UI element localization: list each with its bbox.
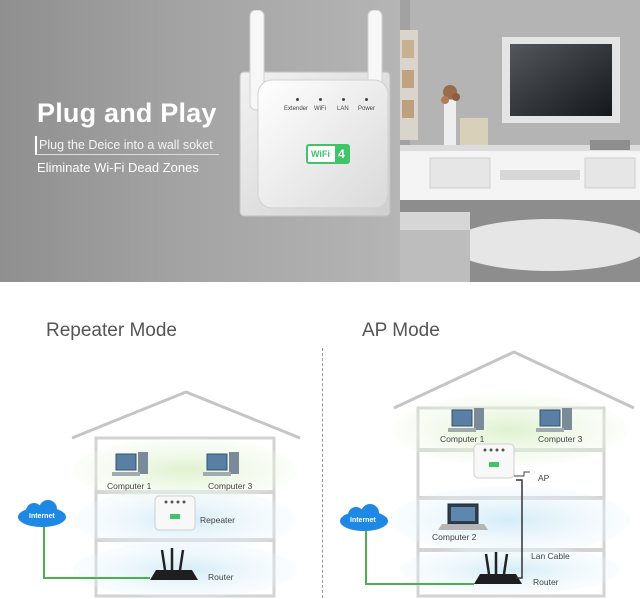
wifi4-badge: WiFi 4 <box>306 144 350 164</box>
internet-cloud-icon <box>18 500 66 527</box>
ap-computer-1-icon <box>448 408 484 432</box>
repeater-mode-title: Repeater Mode <box>46 320 177 341</box>
banner-subline-deadzones: Eliminate Wi-Fi Dead Zones <box>37 160 199 175</box>
ap-computer2-label: Computer 2 <box>432 532 477 542</box>
ap-lan-cable-label: Lan Cable <box>531 551 570 561</box>
ap-internet-cloud-icon <box>340 504 388 531</box>
computer-1-icon <box>112 452 148 476</box>
repeater-router-label: Router <box>208 572 234 582</box>
internet-cable <box>43 527 150 579</box>
ap-pointer-line <box>514 471 530 477</box>
banner-subline-plug: Plug the Deice into a wall soket <box>35 136 219 155</box>
repeater-mode-diagram <box>18 390 301 598</box>
repeater-computer3-label: Computer 3 <box>208 481 253 491</box>
power-indicator-label: Power <box>358 106 376 112</box>
ap-internet-cable <box>365 531 474 585</box>
ap-computer3-label: Computer 3 <box>538 434 583 444</box>
ap-device-label: AP <box>538 473 550 483</box>
living-room-photo <box>400 0 640 282</box>
banner-headline: Plug and Play <box>37 98 217 128</box>
product-banner: Extender WiFi LAN Power WiFi 4 Plug and … <box>0 0 640 282</box>
house-outline <box>71 390 301 440</box>
wifi-indicator-label: WiFi <box>314 106 326 112</box>
ap-computer-2-laptop-icon <box>438 503 488 530</box>
ap-router-label: Router <box>533 577 559 587</box>
ap-router-icon <box>474 552 522 584</box>
ap-mode-diagram <box>340 350 635 598</box>
extender-led-icon <box>296 98 299 101</box>
ap-computer1-label: Computer 1 <box>440 434 485 444</box>
repeater-computer1-label: Computer 1 <box>107 481 152 491</box>
ap-computer-3-icon <box>536 408 572 432</box>
repeater-device-label: Repeater <box>200 515 235 525</box>
ap-device-icon <box>473 443 515 479</box>
ap-house-roof <box>393 350 635 410</box>
computer-3-icon <box>203 452 239 476</box>
repeater-device-icon <box>154 495 196 531</box>
wifi-badge-text: WiFi <box>311 149 330 159</box>
lan-cable-line <box>516 479 523 579</box>
router-icon <box>150 548 198 580</box>
extender-indicator-label: Extender <box>284 106 309 112</box>
ap-internet-label: Internet <box>350 517 376 524</box>
wifi-badge-number: 4 <box>335 146 348 162</box>
living-room-illustration <box>400 0 640 282</box>
section-divider <box>322 348 323 598</box>
repeater-internet-label: Internet <box>29 513 55 520</box>
wifi-led-icon <box>319 98 322 101</box>
power-led-icon <box>365 98 368 101</box>
extender-device-photo <box>239 10 391 217</box>
ap-mode-title: AP Mode <box>362 320 440 341</box>
lan-led-icon <box>342 98 345 101</box>
lan-indicator-label: LAN <box>337 106 349 112</box>
